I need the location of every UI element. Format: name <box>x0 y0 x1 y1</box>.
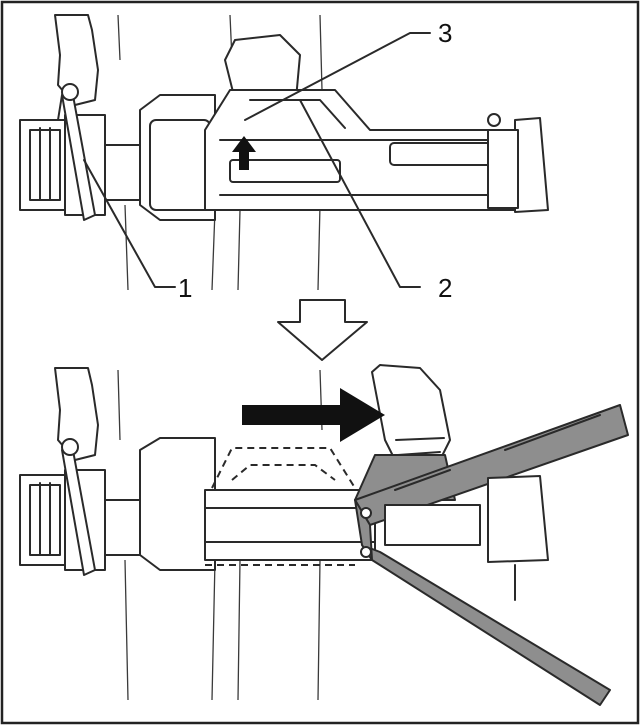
solid-right-arrow-icon <box>242 388 385 442</box>
callout-label-3: 3 <box>438 18 452 48</box>
hollow-down-arrow-icon <box>277 299 368 361</box>
left-hand-bottom <box>54 367 99 461</box>
right-end-block-bottom <box>487 475 549 601</box>
callout-label-1: 1 <box>178 273 192 303</box>
sliding-frame-top <box>204 89 521 211</box>
previous-position-outline <box>205 447 356 566</box>
left-end-block-top <box>19 114 106 216</box>
moved-frame-highlighted <box>354 404 629 706</box>
small-up-arrow-icon <box>232 136 256 170</box>
guide-rail-bottom <box>204 489 376 561</box>
top-panel: 1 2 3 <box>19 14 549 303</box>
callout-label-2: 2 <box>438 273 452 303</box>
lever-handle-top <box>61 83 96 221</box>
central-housing-bottom <box>104 437 216 571</box>
bottom-panel <box>19 364 629 706</box>
right-end-block-top <box>487 113 549 213</box>
right-hand-bottom <box>371 364 451 471</box>
callout-leaders-top <box>83 32 431 288</box>
lever-handle-bottom <box>61 438 96 576</box>
central-housing-top <box>104 94 216 221</box>
